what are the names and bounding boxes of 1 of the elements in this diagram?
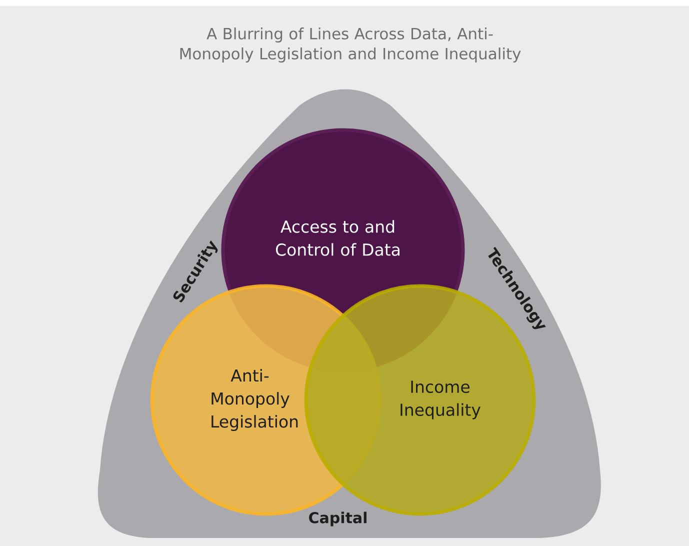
title: A Blurring of Lines Across Data, Anti-Monopoly Legislation and Income Inequality — [180, 28, 521, 62]
